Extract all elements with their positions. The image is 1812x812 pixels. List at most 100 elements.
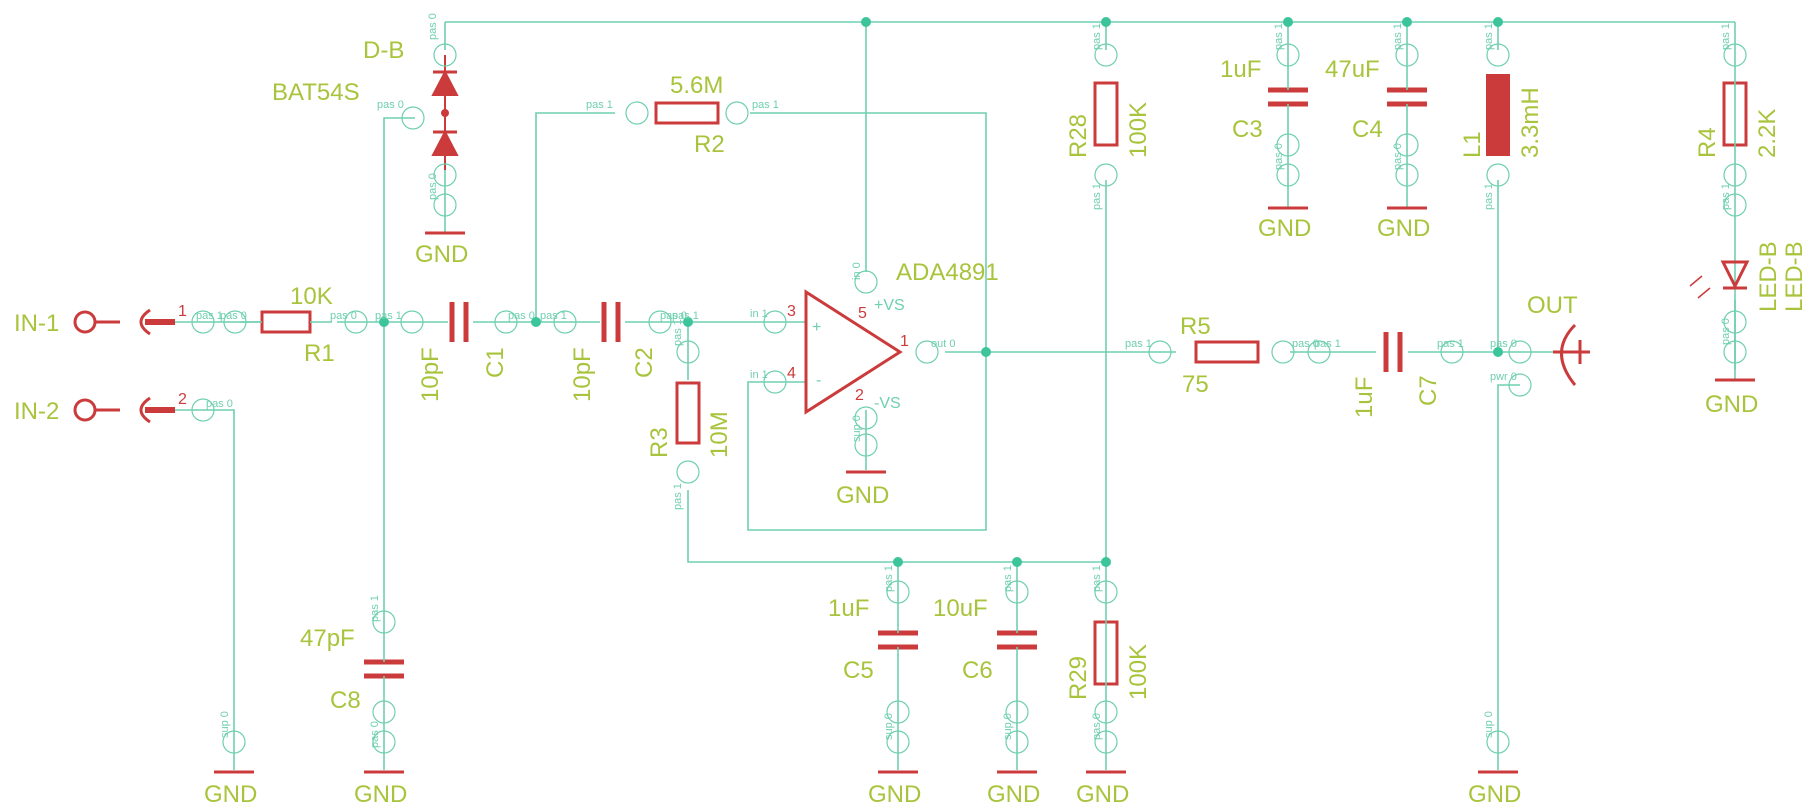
c3-name: C3: [1232, 116, 1263, 143]
pin-circle: [1148, 340, 1172, 364]
wire-r3-bottom: [687, 490, 1106, 563]
c8-plates: [364, 659, 404, 679]
junction: [893, 557, 903, 567]
pin-label: in 1: [750, 369, 768, 381]
r5-name: R5: [1180, 313, 1211, 340]
wire-out-gnd: [1497, 384, 1520, 770]
out-pin: [1553, 340, 1590, 364]
pin-circle: [401, 106, 425, 130]
pin-circle: [494, 310, 518, 334]
pin-circle: [1276, 163, 1300, 187]
pin-circle: [648, 310, 672, 334]
pin-label: pas 0: [508, 310, 535, 322]
label-in2: IN-2: [14, 398, 59, 425]
junction: [1101, 17, 1111, 27]
pin-label: pas 0: [427, 173, 439, 200]
inductor-l1: L1 3.3mH: [1459, 74, 1544, 158]
gnd-label: GND: [1377, 215, 1430, 242]
c2-plates: [601, 302, 621, 342]
gnd-r29: GND: [1076, 770, 1129, 808]
c2-name: C2: [631, 347, 658, 378]
connector-ring-in1: [73, 310, 97, 334]
pin-label: pas 0: [427, 13, 439, 40]
c5-value: 1uF: [828, 595, 869, 622]
junctions: [379, 17, 1503, 567]
pin-circle: [1005, 730, 1029, 754]
c1-name: C1: [482, 347, 509, 378]
connector-ring-in2: [73, 398, 97, 422]
label-out: OUT: [1527, 292, 1578, 319]
junction: [379, 317, 389, 327]
opamp-ada4891: + - 3 4 1 5 2 +VS -VS ADA4891: [787, 259, 999, 415]
pin-label: pas 1: [1437, 338, 1464, 350]
r4-name: R4: [1694, 127, 1721, 158]
pin-circle: [1307, 340, 1331, 364]
pin-label: sup 0: [851, 415, 863, 442]
r28-name: R28: [1065, 114, 1092, 158]
pin-label: pas 1: [1392, 23, 1404, 50]
pin-circle: [886, 730, 910, 754]
r28-value: 100K: [1125, 102, 1152, 158]
pin-circle: [1723, 193, 1747, 217]
junction: [1283, 17, 1293, 27]
pin-circle: [372, 610, 396, 634]
ground-symbols: GND GND GND GND GND GND GND: [204, 170, 1758, 808]
r4-value: 2.2K: [1754, 109, 1781, 158]
label-vs-neg: -VS: [874, 395, 901, 412]
pin-label: sup 0: [1483, 711, 1495, 738]
pin-circle: [1276, 43, 1300, 67]
pin-circle: [1723, 163, 1747, 187]
led-triangle: [1720, 260, 1750, 290]
c7-name: C7: [1415, 375, 1442, 406]
pin-circle: [1723, 340, 1747, 364]
capacitor-c3: 1uF C3: [1220, 50, 1308, 200]
pin-circle: [372, 700, 396, 724]
pin-circle: [1723, 43, 1747, 67]
pin-number: 2: [178, 391, 187, 408]
pin-label: pas 1: [1720, 23, 1732, 50]
pin-circle: [676, 460, 700, 484]
c6-value: 10uF: [933, 595, 988, 622]
pin-circle: [433, 193, 457, 217]
pin-label: pwr 0: [1490, 371, 1517, 383]
r28-body: [1093, 81, 1119, 147]
connector-in1: IN-1 1: [14, 303, 187, 337]
c1-value: 10pF: [417, 347, 444, 402]
gnd-opamp: GND: [836, 470, 889, 509]
junction: [531, 317, 541, 327]
pin-circle: [915, 340, 939, 364]
r29-name: R29: [1065, 656, 1092, 700]
c7-plates: [1383, 332, 1403, 372]
gnd-label: GND: [1076, 781, 1129, 808]
pin-circle: [1276, 133, 1300, 157]
c3-value: 1uF: [1220, 56, 1261, 83]
gnd-label: GND: [836, 482, 889, 509]
pin-circle: [763, 370, 787, 394]
pin-label: pas 1: [1125, 338, 1152, 350]
c4-name: C4: [1352, 116, 1383, 143]
pin-label: pas 1: [752, 99, 779, 111]
pin-label: sup 0: [883, 713, 895, 740]
pin-label: pas 1: [586, 99, 613, 111]
pin-label: pas 1: [1091, 23, 1103, 50]
pin-label: pas 1: [540, 310, 567, 322]
resistor-r28: R28 100K: [1065, 81, 1152, 158]
pin-circle: [1723, 310, 1747, 334]
pin-label: pas 1: [1483, 23, 1495, 50]
wire-r2-left: [535, 112, 615, 322]
gnd-out: GND: [1468, 770, 1521, 808]
pin-label: pas 0: [1091, 713, 1103, 740]
gnd-c6: GND: [987, 770, 1040, 808]
r5-value: 75: [1182, 371, 1209, 398]
wires: [175, 21, 1736, 770]
pin-number: 2: [855, 387, 864, 404]
r1-value: 10K: [290, 283, 333, 310]
pin-circle: [854, 433, 878, 457]
resistor-r2: 5.6M R2: [654, 72, 725, 158]
pin-circle: [1094, 700, 1118, 724]
pin-circle: [433, 163, 457, 187]
pin-number: 5: [858, 305, 867, 322]
pin-circle: [1094, 730, 1118, 754]
pin-circle: [625, 101, 649, 125]
